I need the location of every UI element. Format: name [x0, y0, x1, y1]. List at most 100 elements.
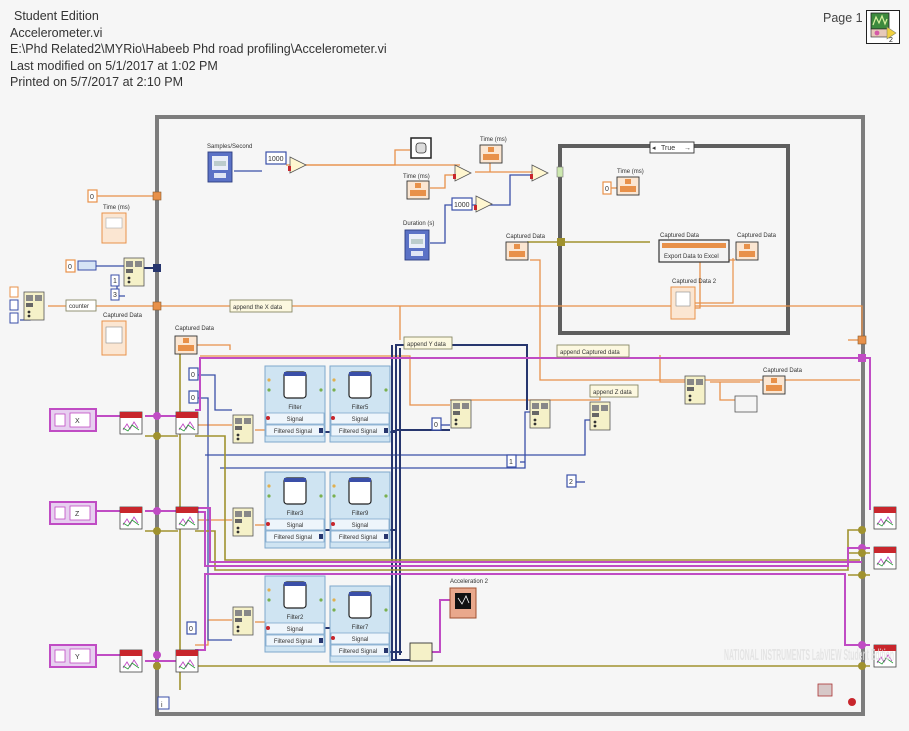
export-to-excel-label: Export Data to Excel	[664, 254, 719, 260]
merge-signals-node	[409, 642, 433, 662]
accel-channel-y[interactable]: Y	[49, 644, 97, 668]
acceleration-2-label: Acceleration 2	[450, 579, 489, 585]
filter-output-signal[interactable]: Filtered Signal	[274, 429, 312, 435]
index-array-node	[232, 606, 254, 636]
filter-input-signal[interactable]: Signal	[287, 417, 304, 423]
constant-one[interactable]	[110, 274, 120, 287]
clock-icon	[415, 142, 427, 154]
captured-data-property	[735, 241, 759, 261]
constant-zero[interactable]	[602, 181, 612, 195]
constant-1000[interactable]	[451, 197, 473, 211]
replace-subset-x-node	[450, 399, 472, 429]
watermark: NATIONAL INSTRUMENTS LabVIEW Student Edi…	[724, 647, 894, 664]
filter-input-signal[interactable]: Signal	[287, 627, 304, 633]
array-wires	[125, 267, 528, 661]
case-decrement-icon[interactable]: ◂	[652, 145, 656, 152]
accel-read-subvi[interactable]	[175, 411, 199, 435]
case-increment-icon[interactable]: →	[684, 145, 691, 152]
duration-control[interactable]	[404, 229, 430, 261]
filter-input-signal[interactable]: Signal	[287, 523, 304, 529]
accel-channel-x-label: X	[75, 418, 80, 425]
captured-data-2-label: Captured Data 2	[672, 279, 717, 285]
time-ms-indicator	[406, 180, 430, 200]
accel-open-subvi[interactable]	[119, 649, 143, 673]
loop-iteration-label: i	[161, 702, 163, 709]
time-ms-local-variable	[616, 176, 640, 196]
constant-zero-value: 0	[68, 264, 72, 271]
constant-two[interactable]	[566, 474, 577, 488]
constant-zero[interactable]	[188, 367, 199, 381]
filter-name: Filter5	[352, 405, 369, 411]
shift-register	[152, 301, 162, 311]
filter-output-signal[interactable]: Filtered Signal	[274, 535, 312, 541]
constant-three[interactable]	[110, 288, 120, 301]
filter-output-signal[interactable]: Filtered Signal	[339, 649, 377, 655]
constant-one[interactable]	[506, 454, 517, 468]
constant-zero[interactable]	[87, 189, 98, 203]
transpose-array-node	[734, 395, 758, 413]
append-x-label: append the X data	[233, 305, 283, 311]
time-ms-label-3: Time (ms)	[103, 205, 130, 211]
constant-zero[interactable]	[186, 621, 197, 635]
filter-name: Filter9	[352, 511, 369, 517]
accel-channel-x[interactable]: X	[49, 408, 97, 432]
samples-per-second-control[interactable]	[207, 151, 233, 183]
constant-zero-value: 0	[191, 372, 195, 379]
constant-zero[interactable]	[431, 417, 442, 431]
constant-three[interactable]	[9, 299, 19, 311]
accel-channel-z[interactable]: Z	[49, 501, 97, 525]
multiply-node	[287, 156, 307, 174]
filter-input-signal[interactable]: Signal	[352, 417, 369, 423]
filter-output-signal[interactable]: Filtered Signal	[339, 535, 377, 541]
type-cast-node	[77, 260, 97, 271]
filter-input-signal[interactable]: Signal	[352, 523, 369, 529]
accel-close-subvi[interactable]	[873, 506, 897, 530]
captured-data-label: Captured Data	[103, 313, 143, 319]
constant-three[interactable]	[9, 312, 19, 324]
constant-zero-value: 0	[434, 422, 438, 429]
constant-zero[interactable]	[9, 286, 19, 298]
accel-open-subvi[interactable]	[119, 411, 143, 435]
loop-iteration-terminal	[157, 696, 170, 710]
captured-data-label-6: Captured Data	[763, 368, 803, 374]
accel-read-subvi[interactable]	[175, 649, 199, 673]
accel-close-subvi[interactable]	[873, 546, 897, 570]
filter-output-signal[interactable]: Filtered Signal	[274, 639, 312, 645]
captured-data-local	[762, 375, 786, 395]
replace-subset-z-node	[589, 401, 611, 431]
shift-register	[857, 335, 867, 345]
accel-channel-z-label: Z	[75, 511, 80, 518]
filter-output-signal[interactable]: Filtered Signal	[339, 429, 377, 435]
constant-zero[interactable]	[188, 390, 199, 404]
filter-input-signal[interactable]: Signal	[352, 637, 369, 643]
stop-button-terminal[interactable]	[817, 683, 833, 697]
case-selector-label: True	[661, 145, 675, 152]
index-array-node	[232, 507, 254, 537]
printed-date: Printed on 5/7/2017 at 2:10 PM	[10, 75, 184, 89]
filter-name: Filter	[288, 405, 301, 411]
constant-zero-value: 0	[90, 194, 94, 201]
loop-condition-terminal[interactable]	[848, 698, 856, 706]
constant-1000-value-2: 1000	[454, 202, 470, 209]
subtract-node	[452, 164, 472, 182]
constant-zero-value: 0	[605, 186, 609, 193]
constant-one-value: 1	[113, 278, 117, 285]
case-selector[interactable]	[649, 141, 695, 154]
case-selector-terminal	[556, 166, 564, 178]
greater-or-equal-node	[529, 164, 549, 182]
samples-per-second-label: Samples/Second	[207, 144, 252, 150]
accel-open-subvi[interactable]	[119, 506, 143, 530]
tunnel	[858, 354, 866, 362]
constant-zero[interactable]	[65, 259, 76, 273]
constant-1000[interactable]	[265, 151, 287, 165]
edition-label: Student Edition	[14, 9, 99, 23]
while-loop-border[interactable]	[155, 115, 865, 716]
comment-append-x	[229, 299, 293, 313]
accel-read-subvi[interactable]	[175, 506, 199, 530]
